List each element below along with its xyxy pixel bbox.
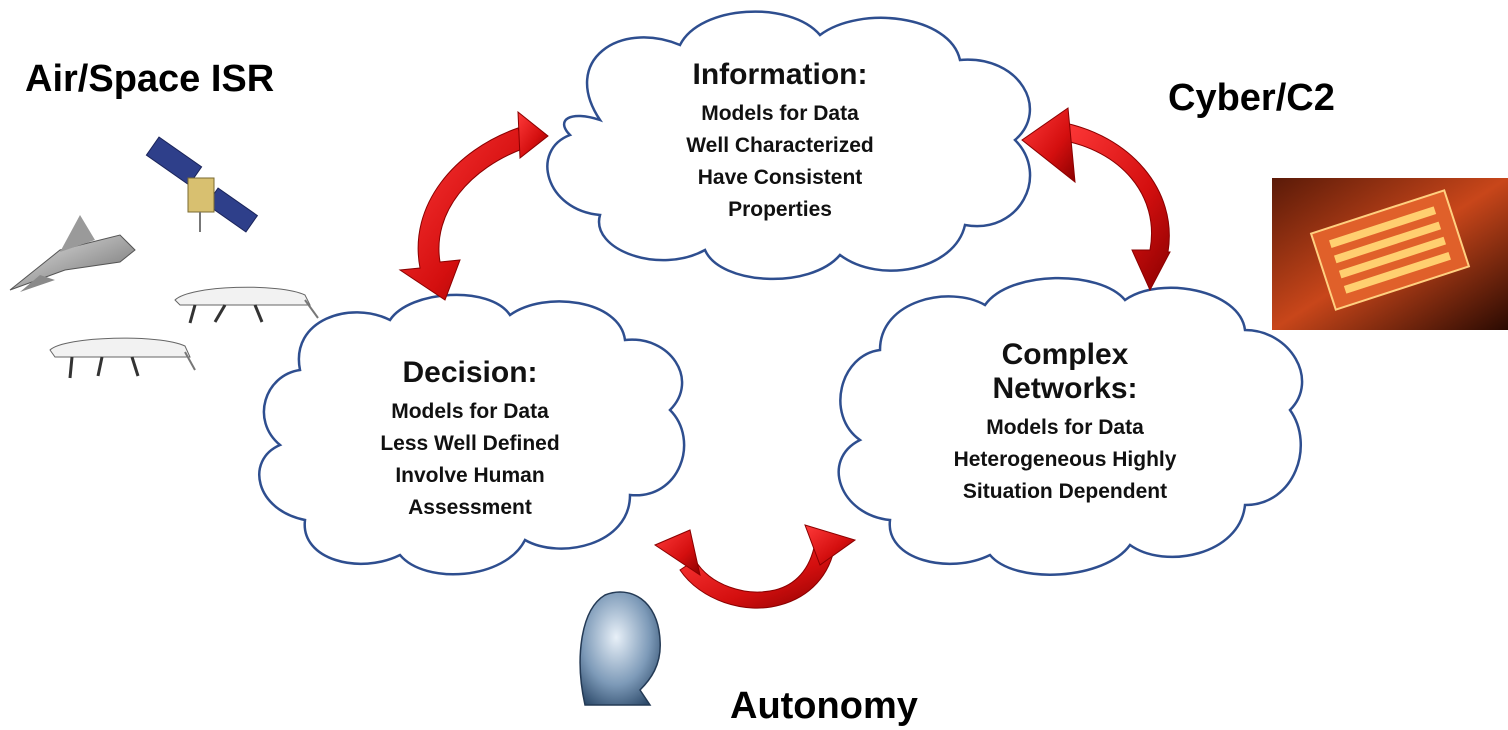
networks-cloud-text: Complex Networks: Models for Data Hetero… xyxy=(915,338,1215,508)
decision-line: Less Well Defined xyxy=(380,432,560,455)
decision-line: Assessment xyxy=(408,496,532,519)
autonomy-label: Autonomy xyxy=(730,685,918,727)
networks-line: Heterogeneous Highly xyxy=(953,448,1177,471)
decision-cloud-text: Decision: Models for Data Less Well Defi… xyxy=(320,356,620,524)
information-cloud-text: Information: Models for Data Well Charac… xyxy=(620,58,940,226)
arrow-networks-to-information xyxy=(1021,107,1171,292)
networks-cloud xyxy=(837,276,1304,576)
information-line: Well Characterized xyxy=(686,134,874,157)
networks-line: Models for Data xyxy=(986,416,1144,439)
drone-icon xyxy=(174,286,319,324)
air-space-isr-label: Air/Space ISR xyxy=(25,58,275,100)
networks-title: Complex xyxy=(1001,338,1129,371)
networks-title: Networks: xyxy=(992,372,1138,405)
human-head-icon xyxy=(579,591,661,706)
information-cloud xyxy=(546,10,1032,280)
information-line: Properties xyxy=(728,198,832,221)
information-line: Models for Data xyxy=(701,102,859,125)
satellite-icon xyxy=(145,136,259,233)
jet-icon xyxy=(9,215,136,292)
decision-cloud xyxy=(258,293,686,576)
information-line: Have Consistent xyxy=(697,166,863,189)
decision-line: Models for Data xyxy=(391,400,549,423)
cyber-c2-label: Cyber/C2 xyxy=(1168,77,1335,119)
decision-line: Involve Human xyxy=(395,464,545,487)
decision-title: Decision: xyxy=(402,356,538,389)
arrow-decision-networks xyxy=(653,524,857,609)
drone-icon xyxy=(49,337,196,379)
information-title: Information: xyxy=(692,58,868,91)
arrow-information-to-decision xyxy=(398,110,549,301)
chip-image xyxy=(1272,178,1508,330)
networks-line: Situation Dependent xyxy=(962,480,1168,503)
